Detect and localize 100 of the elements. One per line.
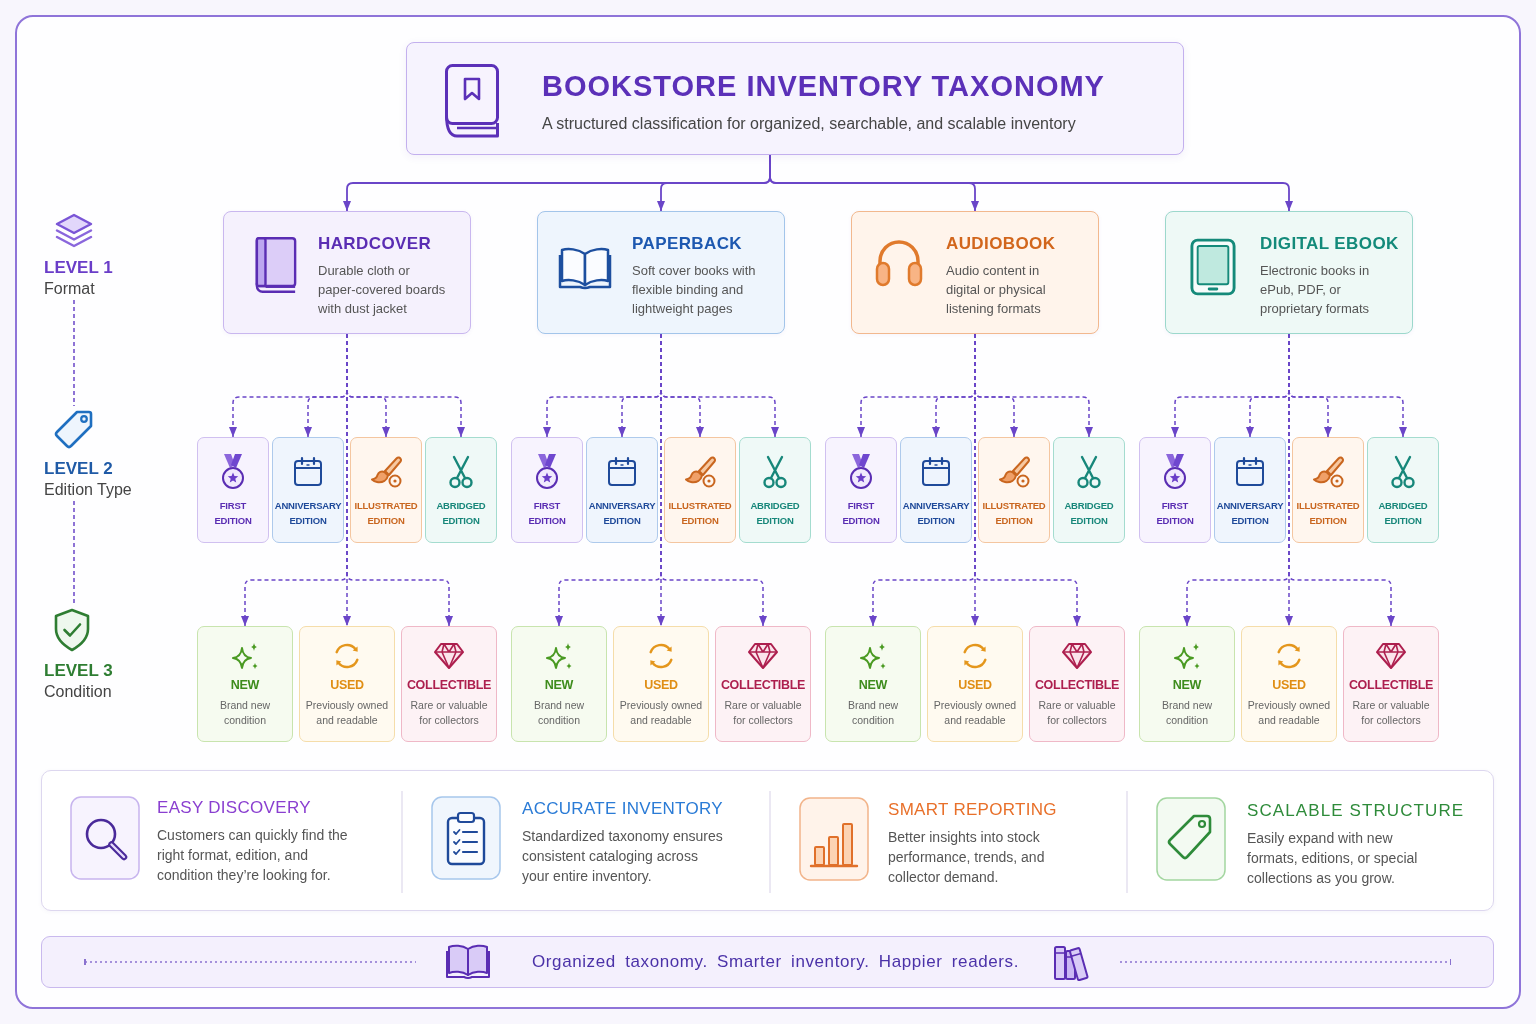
format-name: DIGITAL EBOOK (1260, 233, 1399, 255)
condition-description: Rare or valuable for collectors (723, 698, 803, 728)
edition-card (825, 437, 897, 543)
condition-name: USED (958, 677, 992, 693)
benefit-heading: SCALABLE STRUCTURE (1247, 800, 1465, 822)
edition-label: ABRIDGED EDITION (1064, 499, 1114, 528)
condition-description: Rare or valuable for collectors (1351, 698, 1431, 728)
edition-label: ILLUSTRATED EDITION (1296, 499, 1360, 528)
condition-description: Rare or valuable for collectors (409, 698, 489, 728)
benefit-description: Standardized taxonomy ensures consistent cataloging across your entire inventory. (522, 827, 724, 886)
edition-card (978, 437, 1050, 543)
condition-name: USED (330, 677, 364, 693)
edition-card (586, 437, 658, 543)
format-description: Electronic books in ePub, PDF, or proprietary formats (1260, 262, 1371, 318)
edition-label: ABRIDGED EDITION (1378, 499, 1428, 528)
condition-name: COLLECTIBLE (1348, 677, 1434, 693)
edition-label: FIRST EDITION (1156, 499, 1194, 528)
condition-name: COLLECTIBLE (406, 677, 492, 693)
benefit-description: Customers can quickly find the right format, edition, and condition they’re looking for. (157, 826, 349, 885)
condition-description: Brand new condition (218, 698, 272, 728)
tagline: Organized taxonomy. Smarter inventory. Happier readers. (532, 952, 1019, 972)
condition-name: USED (644, 677, 678, 693)
edition-label: FIRST EDITION (214, 499, 252, 528)
edition-card (350, 437, 422, 543)
edition-label: ILLUSTRATED EDITION (668, 499, 732, 528)
condition-name: NEW (858, 677, 888, 693)
edition-card (900, 437, 972, 543)
title-heading: BOOKSTORE INVENTORY TAXONOMY (542, 70, 1105, 103)
edition-label: FIRST EDITION (842, 499, 880, 528)
level-name: Edition Type (44, 480, 132, 500)
condition-card (613, 626, 709, 742)
edition-label: ANNIVERSARY EDITION (588, 499, 656, 528)
edition-card (1292, 437, 1364, 543)
benefit-heading: ACCURATE INVENTORY (522, 798, 723, 820)
condition-card (825, 626, 921, 742)
format-name: HARDCOVER (318, 233, 432, 255)
level-name: Format (44, 279, 95, 299)
condition-name: NEW (1172, 677, 1202, 693)
condition-description: Brand new condition (846, 698, 900, 728)
condition-name: COLLECTIBLE (1034, 677, 1120, 693)
subtitle: A structured classification for organized, searchable, and scalable inventory (542, 114, 1076, 133)
level-heading: LEVEL 1 (44, 257, 113, 278)
condition-card (1343, 626, 1439, 742)
format-description: Soft cover books with flexible binding and lightweight pages (632, 262, 757, 318)
benefit-heading: SMART REPORTING (888, 799, 1057, 821)
format-description: Audio content in digital or physical listening formats (946, 262, 1047, 318)
edition-card (1053, 437, 1125, 543)
benefit-description: Better insights into stock performance, trends, and collector demand. (888, 828, 1046, 887)
condition-description: Brand new condition (1160, 698, 1214, 728)
condition-description: Previously owned and readable (618, 698, 704, 728)
condition-description: Rare or valuable for collectors (1037, 698, 1117, 728)
edition-card (197, 437, 269, 543)
benefit-heading: EASY DISCOVERY (157, 797, 311, 819)
edition-card (1139, 437, 1211, 543)
condition-card (299, 626, 395, 742)
condition-description: Previously owned and readable (1246, 698, 1332, 728)
edition-card (272, 437, 344, 543)
condition-card (401, 626, 497, 742)
edition-label: ANNIVERSARY EDITION (1216, 499, 1284, 528)
dashed-connector-line (73, 500, 75, 605)
title-box (406, 42, 1184, 155)
edition-label: ANNIVERSARY EDITION (274, 499, 342, 528)
edition-label: FIRST EDITION (528, 499, 566, 528)
condition-name: NEW (230, 677, 260, 693)
format-name: PAPERBACK (632, 233, 743, 255)
condition-card (1139, 626, 1235, 742)
condition-card (197, 626, 293, 742)
edition-card (1367, 437, 1439, 543)
edition-card (1214, 437, 1286, 543)
benefit-description: Easily expand with new formats, editions, or special collections as you grow. (1247, 829, 1419, 888)
condition-name: NEW (544, 677, 574, 693)
edition-label: ABRIDGED EDITION (436, 499, 486, 528)
edition-card (664, 437, 736, 543)
condition-card (1029, 626, 1125, 742)
level-name: Condition (44, 682, 112, 702)
condition-card (1241, 626, 1337, 742)
footer-banner (41, 936, 1494, 988)
edition-label: ILLUSTRATED EDITION (982, 499, 1046, 528)
dashed-connector-line (73, 299, 75, 407)
edition-label: ANNIVERSARY EDITION (902, 499, 970, 528)
edition-label: ILLUSTRATED EDITION (354, 499, 418, 528)
level-heading: LEVEL 3 (44, 660, 113, 681)
format-card (1165, 211, 1413, 334)
edition-card (511, 437, 583, 543)
condition-name: COLLECTIBLE (720, 677, 806, 693)
format-description: Durable cloth or paper-covered boards with dust jacket (318, 262, 447, 318)
condition-card (715, 626, 811, 742)
format-name: AUDIOBOOK (946, 233, 1056, 255)
level-heading: LEVEL 2 (44, 458, 113, 479)
edition-label: ABRIDGED EDITION (750, 499, 800, 528)
condition-description: Previously owned and readable (932, 698, 1018, 728)
condition-card (927, 626, 1023, 742)
format-card (851, 211, 1099, 334)
edition-card (425, 437, 497, 543)
condition-card (511, 626, 607, 742)
condition-name: USED (1272, 677, 1306, 693)
format-card (537, 211, 785, 334)
format-card (223, 211, 471, 334)
edition-card (739, 437, 811, 543)
condition-description: Previously owned and readable (304, 698, 390, 728)
